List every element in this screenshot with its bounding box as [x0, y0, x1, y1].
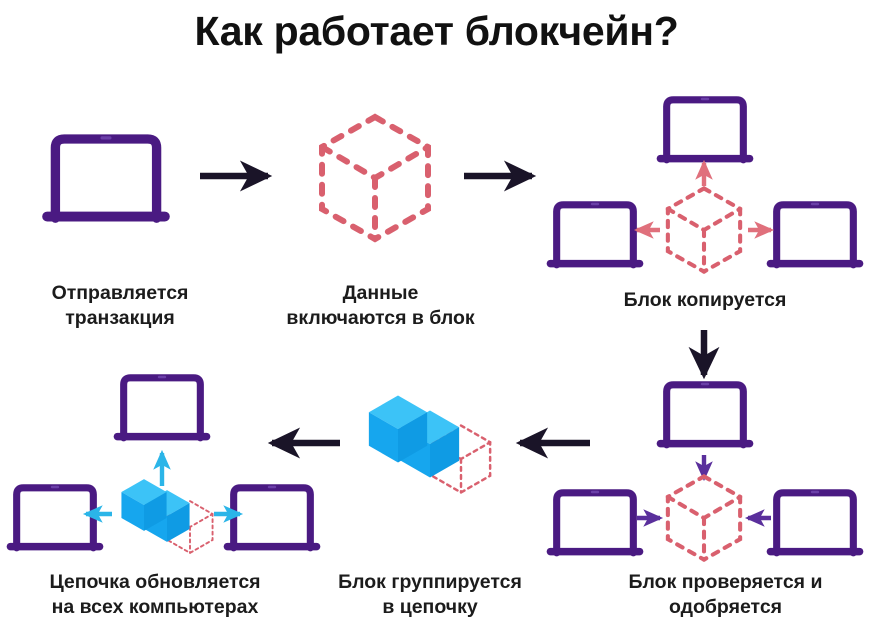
step-6-caption: Цепочка обновляется на всех компьютерах	[49, 571, 261, 618]
step-4-cluster	[547, 383, 864, 560]
step-2-caption: Данные включаются в блок	[286, 282, 475, 329]
step-5-caption: Блок группируется в цепочку	[338, 571, 522, 618]
step-6-cluster	[7, 376, 321, 554]
step-6-chain-icon	[121, 479, 214, 554]
step-5-chain-icon	[368, 395, 492, 494]
step-3-cluster	[547, 98, 864, 272]
step-1-laptop-icon	[42, 136, 170, 221]
step-1-caption: Отправляется транзакция	[51, 282, 189, 329]
page-title: Как работает блокчейн?	[194, 8, 679, 54]
step-3-caption: Блок копируется	[623, 289, 787, 311]
step-4-caption: Блок проверяется и одобряется	[628, 571, 823, 618]
step-2-dashed-cube-icon	[322, 117, 428, 239]
